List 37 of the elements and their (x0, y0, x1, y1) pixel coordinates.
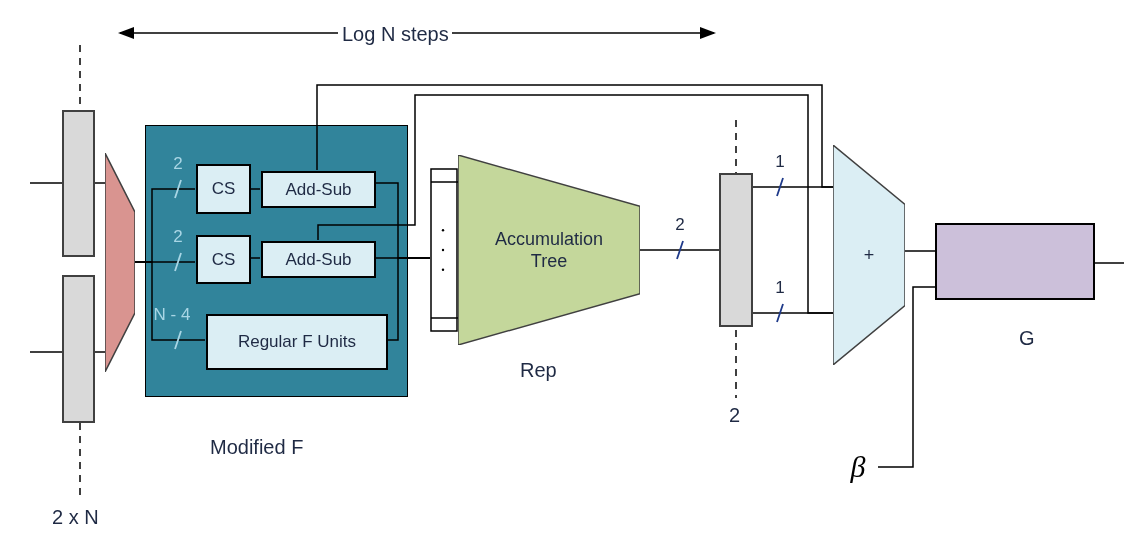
connector (29, 351, 63, 353)
block-caption: Rep (520, 358, 557, 383)
block-label: + (863, 243, 875, 267)
block-label: Accumulation Tree (493, 227, 605, 273)
connector (94, 351, 106, 353)
cs-box: CS (196, 164, 251, 214)
connector (1094, 262, 1124, 264)
register-bar (719, 173, 753, 327)
bus-width-label: 2 (173, 228, 183, 245)
connector (29, 182, 63, 184)
bus-width-label: N - 4 (153, 306, 191, 323)
width-label: 2 x N (52, 507, 99, 527)
connector (639, 249, 720, 251)
bus-width-label: 1 (775, 153, 785, 170)
beta-symbol: β (850, 452, 866, 482)
add-sub-box: Add-Sub (261, 171, 376, 208)
block-caption: G (1019, 326, 1035, 351)
register-bar (62, 275, 95, 423)
connector (134, 261, 206, 341)
bus-width-label: 2 (675, 216, 685, 233)
width-label: 2 (729, 405, 741, 425)
connector (249, 188, 261, 190)
cs-box: CS (196, 235, 251, 284)
connector (877, 286, 936, 468)
connector (317, 94, 834, 314)
add-sub-box: Add-Sub (261, 241, 376, 278)
connector (904, 250, 936, 252)
register-bar (62, 110, 95, 257)
module-caption: Modified F (210, 435, 304, 460)
connector (249, 257, 261, 259)
unit-box: Regular F Units (206, 314, 388, 370)
bus-width-label: 1 (775, 279, 785, 296)
connector (316, 84, 834, 188)
connector (94, 182, 106, 184)
connector (386, 257, 431, 341)
bus-width-label: 2 (173, 155, 183, 172)
dimension-label: Log N steps (342, 24, 449, 44)
